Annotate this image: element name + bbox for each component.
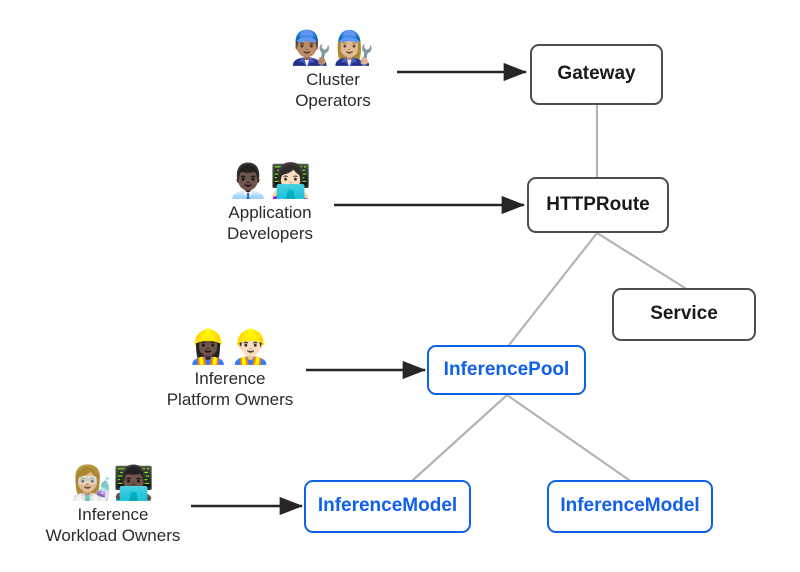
node-service[interactable]: Service [612,288,756,341]
actor-cluster-operators-label: Cluster Operators [295,69,371,113]
edge-httproute-service [595,231,687,290]
actor-application-developers-line1: Application [228,202,312,222]
actor-inference-workload-owners[interactable]: 👩🏼‍🔬👨🏿‍💻 Inference Workload Owners [33,463,193,548]
actor-inference-workload-owners-line1: Inference [77,504,149,524]
node-inferencepool-label: InferencePool [443,358,570,380]
two-construction-workers-emoji: 👷🏿‍♀️👷🏻‍♂️ [187,327,273,366]
two-mechanics-emoji: 👨🏽‍🔧👩🏼‍🔧 [290,28,376,67]
node-inferencemodel-right-label: InferenceModel [560,495,700,517]
office-worker-and-technologist-emoji: 👨🏿‍💼👩🏻‍💻 [227,161,313,200]
actor-application-developers-line2: Developers [227,224,313,244]
actor-cluster-operators[interactable]: 👨🏽‍🔧👩🏼‍🔧 Cluster Operators [271,28,395,113]
scientist-and-technologist-emoji: 👩🏼‍🔬👨🏿‍💻 [70,463,156,502]
actor-cluster-operators-line2: Operators [295,91,371,111]
edge-inferencepool-inferencemodel-right [505,393,631,482]
actor-inference-workload-owners-label: Inference Workload Owners [46,504,181,548]
actor-inference-platform-owners-line1: Inference [194,368,266,388]
edge-inferencepool-inferencemodel-left [411,393,509,482]
actor-inference-platform-owners-label: Inference Platform Owners [167,368,294,412]
edge-httproute-inferencepool [507,231,599,347]
actor-application-developers[interactable]: 👨🏿‍💼👩🏻‍💻 Application Developers [207,161,333,246]
actor-inference-platform-owners[interactable]: 👷🏿‍♀️👷🏻‍♂️ Inference Platform Owners [153,327,307,412]
node-httproute-label: HTTPRoute [546,193,650,215]
actor-cluster-operators-line1: Cluster [306,69,360,89]
actor-inference-workload-owners-line2: Workload Owners [45,526,181,546]
node-inferencemodel-right[interactable]: InferenceModel [547,480,713,533]
node-inferencemodel-left-label: InferenceModel [317,495,458,517]
node-gateway-label: Gateway [557,63,636,85]
node-httproute[interactable]: HTTPRoute [527,177,669,233]
node-inferencepool[interactable]: InferencePool [427,345,586,395]
actor-application-developers-label: Application Developers [227,202,313,246]
node-gateway[interactable]: Gateway [530,44,663,105]
actor-inference-platform-owners-line2: Platform Owners [166,390,294,410]
node-inferencemodel-left[interactable]: InferenceModel [304,480,471,533]
node-service-label: Service [650,303,718,325]
